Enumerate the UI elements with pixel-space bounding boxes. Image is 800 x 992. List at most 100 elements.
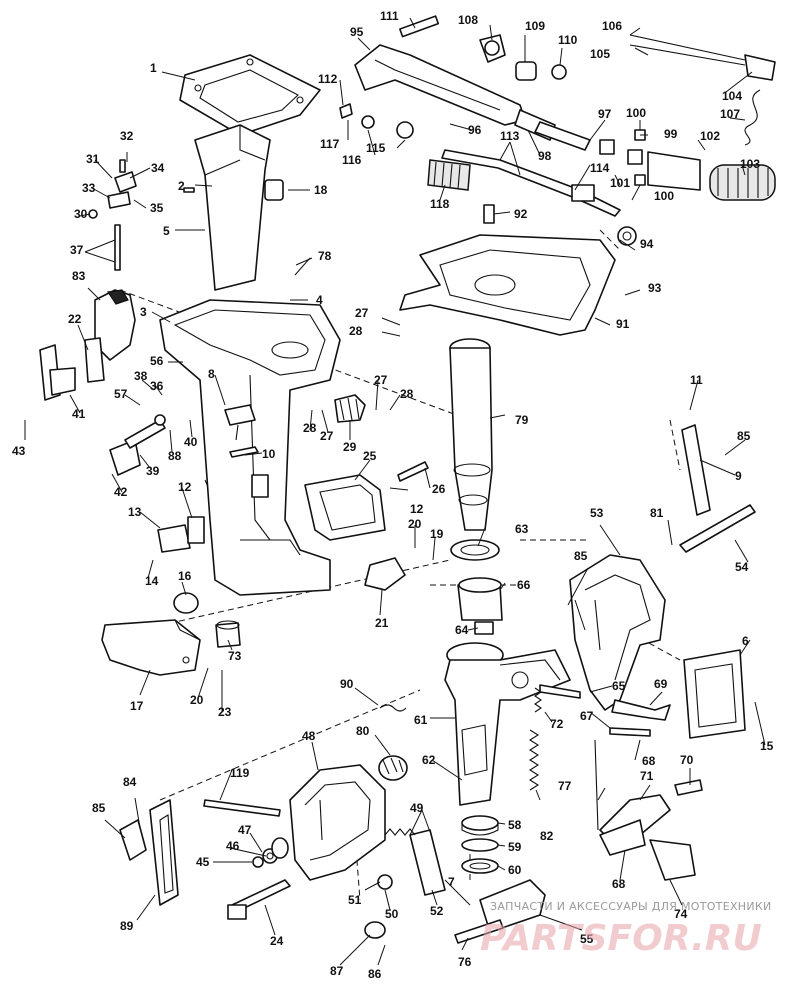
callout-82: 82 [540, 829, 554, 843]
callout-87: 87 [330, 964, 344, 978]
callout-78: 78 [318, 249, 332, 263]
callout-51: 51 [348, 893, 362, 907]
callout-25: 25 [363, 449, 377, 463]
callout-52: 52 [430, 904, 444, 918]
callout-40: 40 [184, 435, 198, 449]
callout-60: 60 [508, 863, 522, 877]
callout-105: 105 [590, 47, 610, 61]
callout-102: 102 [700, 129, 720, 143]
callout-4: 4 [316, 293, 323, 307]
callout-67: 67 [580, 709, 594, 723]
bracket-hardware [203, 799, 446, 939]
callout-109: 109 [525, 19, 545, 33]
swivel-pin-bracket [454, 879, 546, 944]
tilt-pin-and-rods [679, 424, 756, 739]
callout-98: 98 [538, 149, 552, 163]
clamp-screws [539, 684, 671, 737]
springs [528, 687, 542, 791]
callout-48: 48 [302, 729, 316, 743]
clamp-bracket-left [289, 764, 386, 881]
callout-104: 104 [722, 89, 742, 103]
callout-47: 47 [238, 823, 252, 837]
tilt-lever [594, 739, 703, 881]
callout-42: 42 [114, 485, 128, 499]
callout-28c: 28 [400, 387, 414, 401]
callout-81: 81 [650, 506, 664, 520]
callout-15: 15 [760, 739, 774, 753]
callout-45: 45 [196, 855, 210, 869]
callout-59: 59 [508, 840, 522, 854]
shift-rod [224, 404, 259, 458]
callout-50: 50 [385, 907, 399, 921]
callout-58: 58 [508, 818, 522, 832]
callout-103: 103 [740, 157, 760, 171]
steering-arm [354, 15, 556, 141]
callout-27c: 27 [374, 373, 388, 387]
bushings [450, 539, 503, 635]
callout-79: 79 [515, 413, 529, 427]
callout-3: 3 [140, 305, 147, 319]
callout-97: 97 [598, 107, 612, 121]
callout-31: 31 [86, 152, 100, 166]
callout-119: 119 [230, 766, 250, 780]
callout-5: 5 [163, 224, 170, 238]
callout-35: 35 [150, 201, 164, 215]
clamp-bracket-right [569, 554, 666, 711]
callout-90: 90 [340, 677, 354, 691]
callout-113: 113 [500, 129, 520, 143]
callout-73: 73 [228, 649, 242, 663]
callout-106: 106 [602, 19, 622, 33]
throttle-parts [479, 34, 776, 201]
callout-21: 21 [375, 616, 389, 630]
callout-91: 91 [616, 317, 630, 331]
callout-33: 33 [82, 181, 96, 195]
callout-101: 101 [610, 176, 630, 190]
callout-68b: 68 [612, 877, 626, 891]
callout-76: 76 [458, 955, 472, 969]
callout-85: 85 [737, 429, 751, 443]
callout-100b: 100 [654, 189, 674, 203]
callout-69: 69 [654, 677, 668, 691]
callout-68: 68 [642, 754, 656, 768]
callout-29: 29 [343, 440, 357, 454]
callout-116: 116 [342, 153, 362, 167]
callout-7: 7 [448, 875, 455, 889]
callout-2: 2 [178, 179, 185, 193]
callout-17: 17 [130, 699, 144, 713]
stop-switch-leads [629, 34, 776, 146]
callout-6: 6 [742, 634, 749, 648]
callout-84: 84 [123, 775, 137, 789]
callout-13: 13 [128, 505, 142, 519]
callout-117: 117 [320, 137, 340, 151]
callout-36: 36 [150, 379, 164, 393]
rubber-mount [378, 704, 408, 781]
callout-26: 26 [432, 482, 446, 496]
callout-41: 41 [72, 407, 86, 421]
callout-20: 20 [190, 693, 204, 707]
callout-57: 57 [114, 387, 128, 401]
callout-54: 54 [735, 560, 749, 574]
callout-20b: 20 [408, 517, 422, 531]
rings [461, 815, 499, 874]
callout-88: 88 [168, 449, 182, 463]
callout-1: 1 [150, 61, 157, 75]
callout-100: 100 [626, 106, 646, 120]
callout-74: 74 [674, 907, 688, 921]
callout-71: 71 [640, 769, 654, 783]
callout-38: 38 [134, 369, 148, 383]
callout-14: 14 [145, 574, 159, 588]
callout-99: 99 [664, 127, 678, 141]
callout-65: 65 [612, 679, 626, 693]
callout-94: 94 [640, 237, 654, 251]
callout-77: 77 [558, 779, 572, 793]
small-bolts-left [88, 159, 195, 271]
exhaust-tube [194, 124, 284, 291]
callout-62: 62 [422, 753, 436, 767]
callout-107: 107 [720, 107, 740, 121]
callout-63: 63 [515, 522, 529, 536]
callout-112: 112 [318, 72, 338, 86]
callout-111: 111 [380, 9, 399, 23]
callout-85c: 85 [92, 801, 106, 815]
watermark-tagline: ЗАПЧАСТИ И АКСЕССУАРЫ ДЛЯ МОТОТЕХНИКИ [490, 900, 772, 913]
